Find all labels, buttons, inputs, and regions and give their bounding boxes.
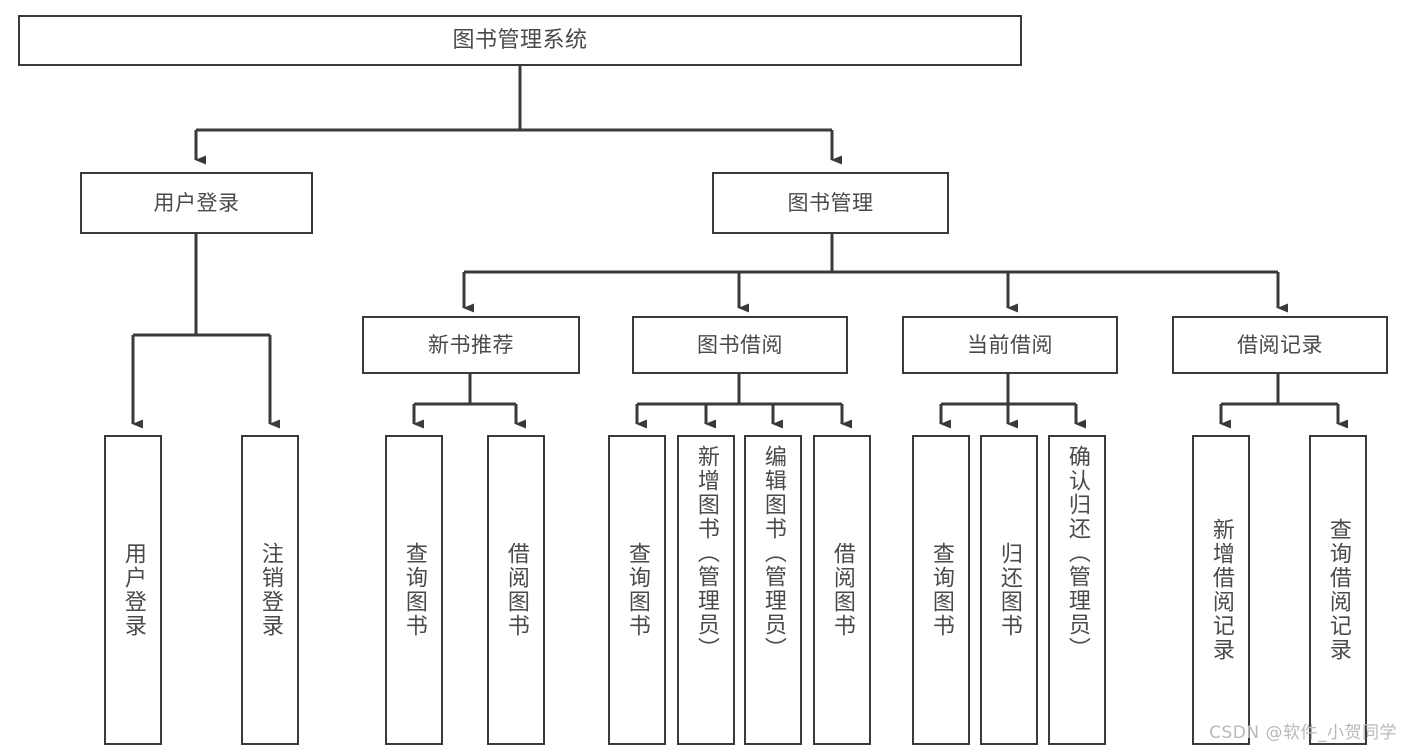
node-label: 注销登录 xyxy=(257,542,283,638)
node-label: 新增图书（管理员） xyxy=(693,445,719,661)
leaf-bookborrow-add-book-admin[interactable]: 新增图书（管理员） xyxy=(677,435,735,745)
leaf-currentborrow-return-book[interactable]: 归还图书 xyxy=(980,435,1038,745)
node-label: 借阅图书 xyxy=(503,542,529,638)
leaf-user-login[interactable]: 用户登录 xyxy=(104,435,162,745)
node-label: 新增借阅记录 xyxy=(1208,518,1234,662)
leaf-borrowrecord-add-record[interactable]: 新增借阅记录 xyxy=(1192,435,1250,745)
node-label: 新书推荐 xyxy=(428,332,514,357)
node-current-borrow[interactable]: 当前借阅 xyxy=(902,316,1118,374)
node-label: 查询借阅记录 xyxy=(1325,518,1351,662)
node-label: 归还图书 xyxy=(996,542,1022,638)
node-label: 图书管理 xyxy=(787,190,874,215)
node-borrow-record[interactable]: 借阅记录 xyxy=(1172,316,1388,374)
node-book-borrow[interactable]: 图书借阅 xyxy=(632,316,848,374)
node-label: 图书管理系统 xyxy=(452,27,588,53)
leaf-borrowrecord-query-record[interactable]: 查询借阅记录 xyxy=(1309,435,1367,745)
node-label: 当前借阅 xyxy=(967,332,1053,357)
node-label: 编辑图书（管理员） xyxy=(760,445,786,661)
node-label: 查询图书 xyxy=(928,542,954,638)
watermark: CSDN @软件_小贺同学 xyxy=(1209,723,1397,743)
node-label: 确认归还（管理员） xyxy=(1064,445,1090,661)
leaf-bookborrow-borrow-book[interactable]: 借阅图书 xyxy=(813,435,871,745)
node-label: 借阅记录 xyxy=(1237,332,1323,357)
leaf-currentborrow-query-book[interactable]: 查询图书 xyxy=(912,435,970,745)
leaf-logout[interactable]: 注销登录 xyxy=(241,435,299,745)
leaf-newbook-borrow-book[interactable]: 借阅图书 xyxy=(487,435,545,745)
node-label: 查询图书 xyxy=(401,542,427,638)
node-label: 用户登录 xyxy=(120,542,146,638)
node-label: 用户登录 xyxy=(153,190,240,215)
leaf-bookborrow-edit-book-admin[interactable]: 编辑图书（管理员） xyxy=(744,435,802,745)
leaf-bookborrow-query-book[interactable]: 查询图书 xyxy=(608,435,666,745)
leaf-currentborrow-confirm-return-admin[interactable]: 确认归还（管理员） xyxy=(1048,435,1106,745)
node-book-management[interactable]: 图书管理 xyxy=(712,172,949,234)
node-label: 图书借阅 xyxy=(697,332,783,357)
node-label: 查询图书 xyxy=(624,542,650,638)
node-root-book-management-system[interactable]: 图书管理系统 xyxy=(18,15,1022,66)
node-label: 借阅图书 xyxy=(829,542,855,638)
node-new-book-recommendation[interactable]: 新书推荐 xyxy=(362,316,580,374)
leaf-newbook-query-book[interactable]: 查询图书 xyxy=(385,435,443,745)
node-user-login[interactable]: 用户登录 xyxy=(80,172,313,234)
